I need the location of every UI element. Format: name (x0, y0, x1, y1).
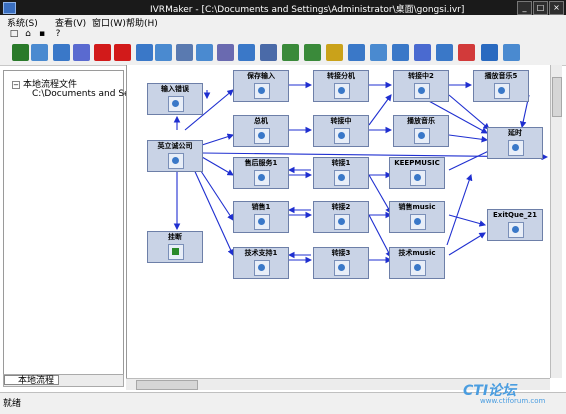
flow-node[interactable]: 转接3 (313, 247, 369, 279)
collapse-icon[interactable]: − (12, 80, 20, 89)
status-text: 就绪 (3, 399, 22, 409)
script-icon[interactable] (370, 44, 387, 61)
flow-node[interactable]: KEEPMUSIC (389, 157, 445, 189)
fax-icon[interactable] (176, 44, 193, 61)
flow-node[interactable]: 输入错误 (147, 83, 203, 115)
flow-node[interactable]: 转接中 (313, 115, 369, 147)
canvas-horizontal-scrollbar[interactable] (126, 378, 550, 390)
menu-view[interactable]: 查看(V) (55, 19, 87, 29)
menu-bar: 系统(S) 查看(V) 窗口(W) 帮助(H) (0, 15, 566, 29)
transfer-icon (334, 214, 350, 230)
save-icon[interactable]: ▪ (38, 29, 46, 39)
flow-canvas[interactable]: 输入错误 保存输入 转接分机 转接中2 播放音乐5 总机 转接中 播放音乐 延时… (126, 65, 551, 378)
canvas-vertical-scrollbar[interactable] (550, 65, 562, 378)
play-voice-icon (414, 128, 430, 144)
connection-lines (173, 81, 549, 264)
database-icon[interactable] (196, 44, 213, 61)
flow-node[interactable]: 英立诚公司 (147, 140, 203, 172)
minimize-icon[interactable]: _ (517, 1, 532, 15)
window-title: IVRMaker - [C:\Documents and Settings\Ad… (150, 5, 465, 15)
flow-node[interactable]: 技术支持1 (233, 247, 289, 279)
get-key-icon[interactable] (53, 44, 70, 61)
flow-node[interactable]: 转接分机 (313, 70, 369, 102)
exit-queue-icon (508, 222, 524, 238)
transfer-icon (334, 83, 350, 99)
component-toolbar (0, 41, 566, 66)
transfer-icon (334, 170, 350, 186)
convert-icon[interactable] (282, 44, 299, 61)
stop-icon[interactable] (114, 44, 131, 61)
flow-node[interactable]: 售后服务1 (233, 157, 289, 189)
transfer-icon (334, 128, 350, 144)
queue-icon[interactable] (414, 44, 431, 61)
new-icon[interactable]: □ (9, 29, 19, 39)
maximize-icon[interactable]: □ (533, 1, 548, 15)
tree-root[interactable]: −本地流程文件 (12, 80, 78, 90)
help-icon[interactable]: ? (55, 29, 61, 39)
status-bar: 就绪 (0, 392, 566, 414)
watermark-url: www.ctiforum.com (480, 397, 546, 405)
case-icon[interactable] (260, 44, 277, 61)
play-voice-icon (494, 83, 510, 99)
abc-icon[interactable] (458, 44, 475, 61)
flow-node[interactable]: 转接2 (313, 201, 369, 233)
flow-node[interactable]: 转接中2 (393, 70, 449, 102)
flow-node[interactable]: 销售1 (233, 201, 289, 233)
open-icon[interactable]: ⌂ (25, 29, 31, 39)
flow-node[interactable]: 转接1 (313, 157, 369, 189)
flow-node[interactable]: 挂断 (147, 231, 203, 263)
get-key-icon (254, 214, 270, 230)
tab-local-flow[interactable]: 本地流程 (4, 375, 59, 386)
transfer-icon (414, 83, 430, 99)
play-voice-icon[interactable] (31, 44, 48, 61)
window-controls: _ □ × (517, 1, 564, 15)
file-tree-panel: −本地流程文件 C:\Documents and Settings (3, 70, 155, 376)
play-voice-icon (168, 153, 184, 169)
get-key-icon (254, 170, 270, 186)
db-icon[interactable] (304, 44, 321, 61)
flow-node[interactable]: 保存输入 (233, 70, 289, 102)
timer-icon[interactable] (392, 44, 409, 61)
play-voice-icon (410, 170, 426, 186)
web-icon[interactable] (481, 44, 498, 61)
play-voice-icon (168, 96, 184, 112)
flow-node[interactable]: 播放音乐5 (473, 70, 529, 102)
file-icon[interactable] (217, 44, 234, 61)
phone-icon[interactable] (155, 44, 172, 61)
exec-icon[interactable] (348, 44, 365, 61)
app-icon (3, 2, 16, 14)
sql-icon[interactable] (326, 44, 343, 61)
agent-icon[interactable] (436, 44, 453, 61)
play-voice-icon (254, 128, 270, 144)
transfer-icon[interactable] (136, 44, 153, 61)
get-key-icon (254, 260, 270, 276)
flow-node[interactable]: 技术music (389, 247, 445, 279)
flow-node[interactable]: 销售music (389, 201, 445, 233)
timer-icon (508, 140, 524, 156)
compare-icon[interactable] (238, 44, 255, 61)
hangup-icon (168, 244, 184, 260)
scroll-thumb[interactable] (136, 380, 198, 390)
flow-node[interactable]: 总机 (233, 115, 289, 147)
mail-icon[interactable] (503, 44, 520, 61)
close-icon[interactable]: × (549, 1, 564, 15)
flow-node[interactable]: ExitQue_21 (487, 209, 543, 241)
standard-toolbar: □ ⌂ ▪ ? (0, 28, 566, 41)
play-voice-icon (410, 260, 426, 276)
number-icon[interactable] (73, 44, 90, 61)
watermark-logo: CTI论坛 (463, 383, 517, 399)
play-voice-icon (410, 214, 426, 230)
start-icon[interactable] (12, 44, 29, 61)
scroll-thumb[interactable] (552, 77, 562, 117)
flow-node[interactable]: 延时 (487, 127, 543, 159)
title-bar: IVRMaker - [C:\Documents and Settings\Ad… (0, 0, 566, 15)
menu-system[interactable]: 系统(S) (7, 19, 38, 29)
tree-child[interactable]: C:\Documents and Settings (32, 89, 156, 99)
save-input-icon (254, 83, 270, 99)
menu-help[interactable]: 帮助(H) (126, 19, 158, 29)
flow-node[interactable]: 播放音乐 (393, 115, 449, 147)
menu-window[interactable]: 窗口(W) (92, 19, 126, 29)
record-icon[interactable] (94, 44, 111, 61)
transfer-icon (334, 260, 350, 276)
